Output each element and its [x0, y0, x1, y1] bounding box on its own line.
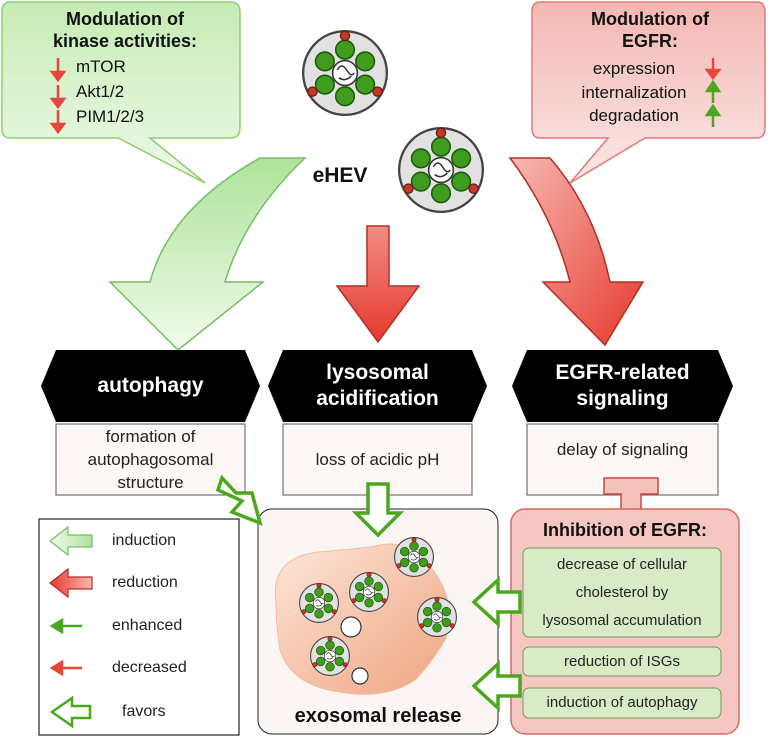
- inhibition-item-3-line1: induction of autophagy: [546, 694, 698, 711]
- kinase-callout-bubble: [1, 1, 241, 184]
- inhibition-item-isgs: reduction of ISGs: [523, 647, 721, 676]
- lysosomal-effect: loss of acidic pH: [283, 424, 472, 495]
- kinase-callout-title: Modulation of kinase activities:: [20, 8, 230, 52]
- induction-arrow-icon: [49, 525, 93, 557]
- exosome-virion-1-icon: [299, 583, 339, 623]
- egfr-title-line2: EGFR:: [622, 31, 678, 51]
- egfr-title-line1: Modulation of: [591, 9, 709, 29]
- enhanced-arrow-icon: [49, 617, 82, 635]
- virion-top-icon: [301, 29, 389, 117]
- legend-decreased-label: decreased: [112, 659, 187, 676]
- exosome-virion-5-icon: [310, 636, 350, 676]
- favors-arrow-isgs-autophagy: [471, 660, 522, 712]
- inhibition-item-1-line1: decrease of cellular: [556, 555, 688, 573]
- ehev-label: eHEV: [312, 164, 368, 187]
- lysosomal-title-line1: lysosomal: [326, 361, 429, 384]
- inhibition-title: Inhibition of EGFR:: [543, 520, 707, 540]
- egfr-item-degradation: degradation: [589, 106, 679, 125]
- lysosomal-header-bg: [268, 350, 487, 422]
- egfr-effect: delay of signaling: [527, 424, 718, 474]
- vesicle-empty-2: [351, 667, 369, 685]
- inhibition-item-cholesterol: decrease of cellular cholesterol by lyso…: [523, 548, 721, 637]
- reduction-arrow-center: [335, 225, 421, 344]
- kinase-decrease-arrows: [49, 58, 67, 135]
- egfr-modulation-arrows: [704, 58, 722, 127]
- kinase-title-line1: Modulation of: [66, 9, 184, 29]
- autophagy-header-bg: [41, 350, 260, 422]
- egfr-signaling-title-line2: signaling: [576, 387, 669, 410]
- egfr-item-expression: expression: [592, 59, 676, 78]
- inhibition-item-1-line3: lysosomal accumulation: [542, 611, 702, 629]
- egfr-signaling-header-bg: [512, 350, 733, 422]
- autophagy-effect-line3: structure: [117, 473, 184, 492]
- favors-arrow-lysosomal: [351, 482, 405, 538]
- vesicle-empty-1: [340, 616, 362, 638]
- autophagy-effect-box: [55, 423, 246, 496]
- inhibition-item-2-line1: reduction of ISGs: [564, 652, 680, 670]
- inhibition-item-2-box: [522, 646, 722, 677]
- egfr-item-internalization: internalization: [581, 83, 687, 102]
- autophagy-effect: formation of autophagosomal structure: [56, 424, 245, 495]
- favors-arrow-icon: [49, 695, 92, 729]
- egfr-signaling-title-line1: EGFR-related: [555, 361, 690, 384]
- exosome-virion-3-icon: [394, 537, 434, 577]
- inhibition-item-autophagy: induction of autophagy: [523, 688, 721, 718]
- exosome-virion-4-icon: [417, 597, 457, 637]
- inhibition-item-1-box: [522, 547, 722, 638]
- favors-arrow-cholesterol: [471, 576, 522, 628]
- lysosomal-title-line2: acidification: [316, 387, 439, 410]
- virion-middle-icon: [397, 126, 485, 214]
- kinase-item-akt: Akt1/2: [76, 82, 125, 101]
- autophagy-effect-line2: autophagosomal: [87, 450, 214, 469]
- exosome-label: exosomal release: [294, 705, 462, 727]
- favors-arrow-autophagy: [215, 474, 263, 526]
- reduction-arrow-icon: [49, 567, 93, 599]
- kinase-item-pim: PIM1/2/3: [76, 107, 145, 126]
- egfr-effect-line1: delay of signaling: [556, 439, 689, 459]
- egfr-signaling-header: EGFR-related signaling: [527, 350, 718, 422]
- exosome-virion-2-icon: [349, 572, 389, 612]
- kinase-item-mtor: mTOR: [76, 57, 126, 76]
- autophagy-title: autophagy: [97, 374, 204, 397]
- induction-arrow-left: [108, 157, 307, 352]
- autophagy-effect-line1: formation of: [105, 427, 196, 446]
- lysosomal-effect-line1: loss of acidic pH: [315, 450, 440, 469]
- legend-favors-label: favors: [122, 703, 166, 720]
- decreased-arrow-icon: [49, 659, 82, 677]
- lysosomal-header: lysosomal acidification: [283, 350, 472, 422]
- egfr-callout-title: Modulation of EGFR:: [545, 8, 755, 52]
- egfr-callout-bubble: [531, 1, 766, 184]
- legend-induction-label: induction: [112, 532, 177, 549]
- legend-reduction-label: reduction: [112, 574, 178, 591]
- legend-enhanced-label: enhanced: [112, 617, 183, 634]
- inhibition-item-3-box: [522, 687, 722, 719]
- autophagy-header: autophagy: [56, 350, 245, 422]
- inhibition-item-1-line2: cholesterol by: [575, 583, 669, 601]
- kinase-title-line2: kinase activities:: [52, 31, 198, 51]
- reduction-arrow-right: [508, 157, 645, 347]
